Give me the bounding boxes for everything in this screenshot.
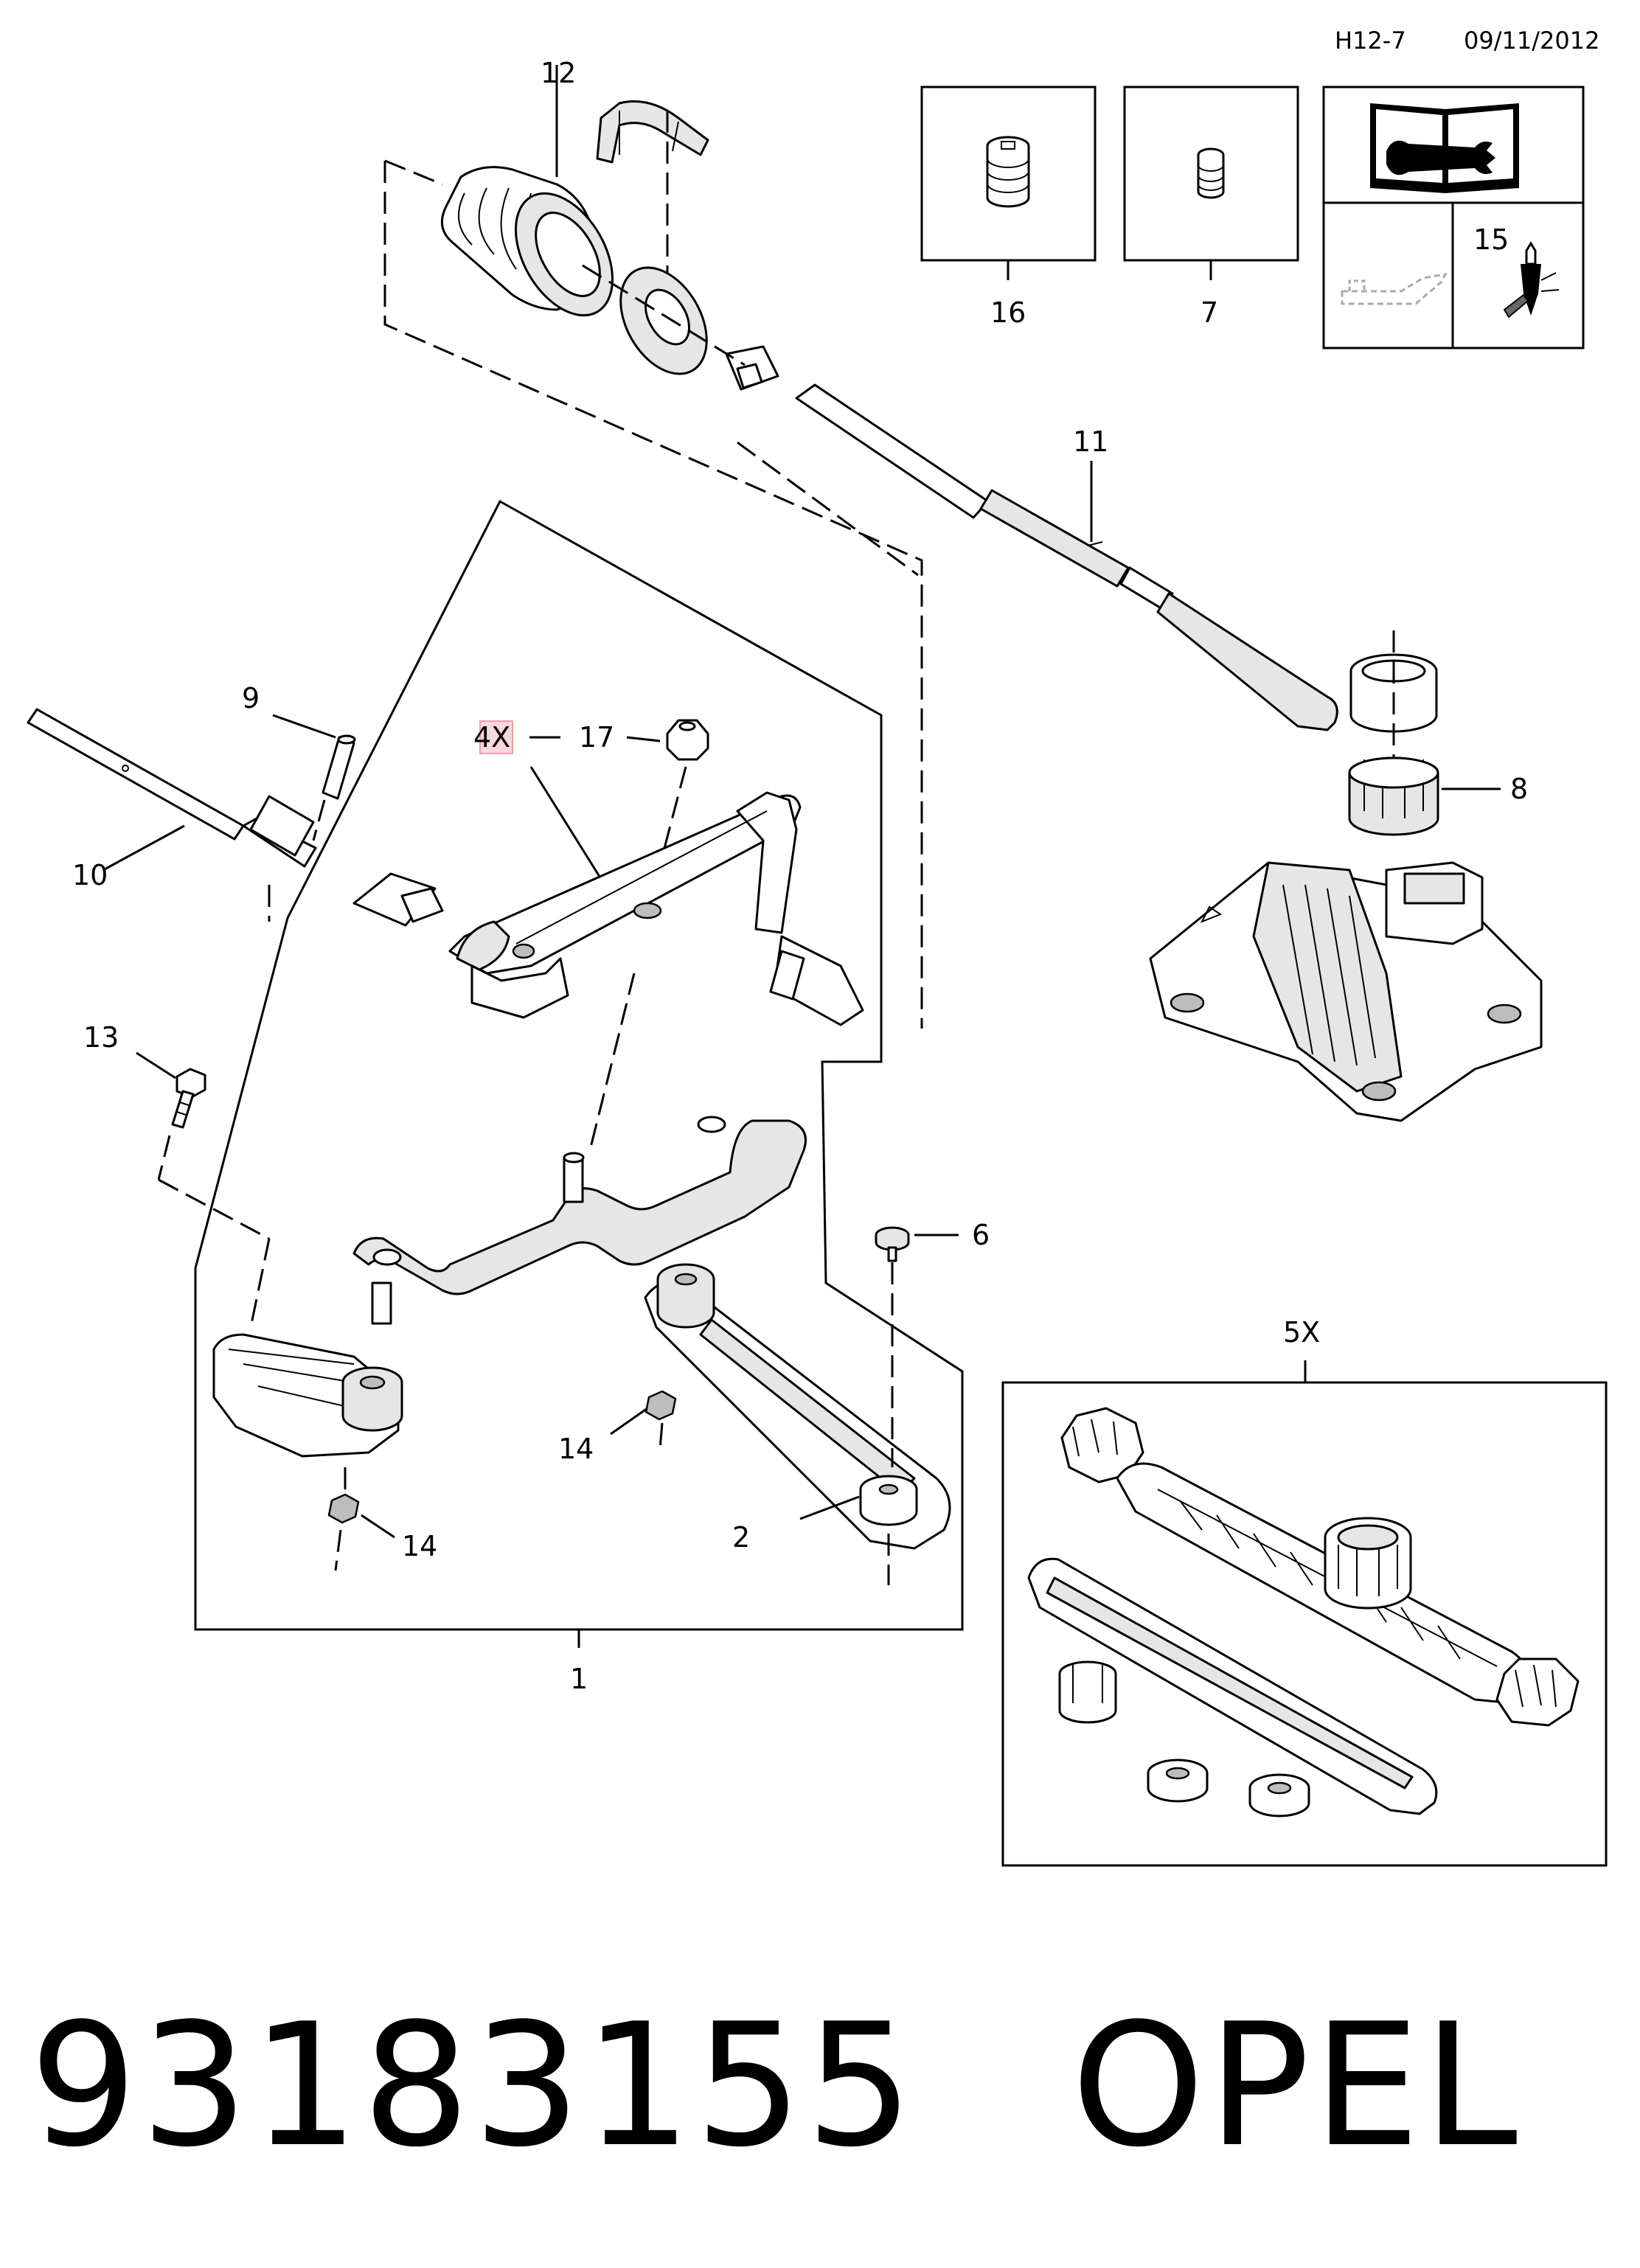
part-11-cable[interactable] [795, 383, 1338, 731]
qty-4x-highlight: 4X [473, 720, 513, 754]
left-mount-bracket[interactable] [212, 1333, 403, 1458]
book-wrench-icon [1370, 103, 1519, 193]
callout-10: 10 [72, 859, 108, 891]
callout-1: 1 [570, 1663, 588, 1695]
callout-11: 11 [1073, 425, 1108, 458]
part-6-screw[interactable] [875, 1226, 910, 1467]
callout-7: 7 [1201, 296, 1218, 329]
callout-14a: 14 [558, 1433, 594, 1465]
callout-8: 8 [1510, 773, 1528, 805]
part-14-clip-mid[interactable] [644, 1390, 677, 1450]
callout-5x: 5X [1283, 1316, 1320, 1349]
header-date: 09/11/2012 [1464, 27, 1599, 55]
footer: 93183155 OPEL [29, 1991, 1608, 2182]
header-ref-code: H12-7 [1335, 27, 1406, 55]
threaded-insert-16-icon [986, 136, 1030, 208]
brand-name: OPEL [1071, 1988, 1521, 2185]
leader-2 [799, 1495, 860, 1520]
kit-5x-parts[interactable] [1027, 1407, 1580, 1817]
callout-6: 6 [972, 1219, 990, 1251]
callout-13: 13 [83, 1021, 119, 1054]
bracket-plate[interactable] [352, 1116, 807, 1325]
part-14-clip-left[interactable] [327, 1467, 360, 1571]
leader-17 [626, 736, 661, 742]
callout-2: 2 [732, 1521, 750, 1554]
part-13-bolt[interactable] [157, 1068, 271, 1328]
callout-16: 16 [990, 296, 1026, 329]
leader-9 [272, 714, 336, 739]
callout-4x: 4X [473, 721, 510, 754]
leader-14a [610, 1407, 648, 1436]
part-16-box[interactable] [920, 86, 1097, 280]
assembly-link [737, 441, 919, 577]
leader-14b [361, 1514, 395, 1539]
part-17-nut[interactable] [647, 719, 709, 908]
threaded-insert-7-icon [1197, 147, 1225, 199]
callout-15: 15 [1473, 223, 1509, 256]
part-9-pin[interactable] [312, 734, 356, 841]
part-10-shift-rod[interactable] [27, 708, 317, 922]
callout-14b: 14 [402, 1530, 437, 1562]
oil-can-icon [1341, 273, 1448, 305]
callout-9: 9 [242, 682, 260, 714]
part-12-boot-group[interactable] [383, 100, 923, 1029]
callout-17: 17 [579, 721, 614, 754]
service-info-box [1322, 86, 1585, 349]
leader-4x-diag [529, 766, 606, 886]
shift-lever-assembly[interactable] [352, 791, 864, 1151]
leader-13 [136, 1051, 176, 1079]
callout-12: 12 [541, 57, 576, 89]
leader-10 [102, 824, 185, 872]
part-7-box[interactable] [1123, 86, 1299, 280]
kit-1-outline [194, 499, 964, 1631]
part-number: 93183155 [29, 1988, 917, 2185]
grease-tube-icon [1503, 241, 1560, 319]
part-2-rod-arm[interactable] [644, 1263, 951, 1585]
part-8-bushing[interactable] [1348, 630, 1439, 836]
shifter-housing[interactable] [1149, 861, 1543, 1122]
